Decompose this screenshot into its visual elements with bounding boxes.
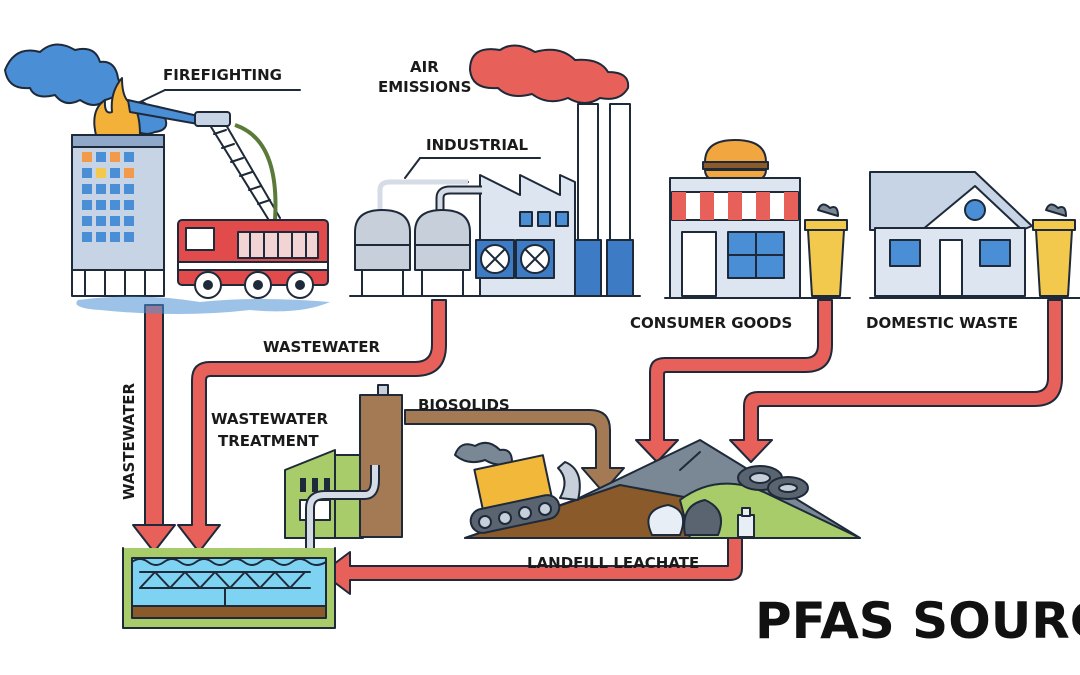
bulldozer-icon: [454, 441, 581, 534]
storage-tanks: [354, 209, 471, 297]
burning-building: [71, 134, 165, 297]
arrow-industrial-to-basin: [177, 299, 447, 553]
diagram-title: PFAS SOURC: [755, 592, 1080, 650]
arrow-leachate-to-basin: [321, 534, 743, 595]
treatment-basin: [122, 547, 336, 629]
consumer-goods-scene: [664, 139, 851, 299]
fan-icon: [475, 239, 555, 279]
trash-bag-icon: [647, 499, 722, 536]
arrow-biosolids: [404, 409, 625, 493]
industrial-scene: [349, 44, 641, 297]
label-treatment-1: WASTEWATER: [211, 410, 329, 428]
label-biosolids: BIOSOLIDS: [418, 396, 510, 414]
blue-smoke-icon: [4, 43, 168, 135]
landfill-scene: [464, 439, 861, 539]
arrow-firefighting-to-basin: [132, 304, 176, 553]
trash-bin-icon: [804, 203, 848, 297]
arrow-consumer-to-landfill: [635, 299, 833, 463]
label-consumer-goods: CONSUMER GOODS: [630, 314, 792, 332]
labels: FIREFIGHTING AIR EMISSIONS INDUSTRIAL CO…: [120, 58, 1080, 650]
label-treatment-2: TREATMENT: [218, 432, 319, 450]
basin-truss: [139, 571, 311, 609]
label-air-emissions-1: AIR: [410, 58, 439, 76]
label-air-emissions-2: EMISSIONS: [378, 78, 471, 96]
treatment-plant: [284, 384, 403, 605]
label-landfill-leachate: LANDFILL LEACHATE: [527, 554, 699, 572]
building-windows: [82, 152, 134, 242]
flow-arrows: [132, 299, 1063, 595]
red-smoke-icon: [469, 44, 630, 104]
label-industrial: INDUSTRIAL: [426, 136, 529, 154]
label-wastewater-top: WASTEWATER: [263, 338, 381, 356]
fire-ladder: [194, 111, 281, 223]
label-wastewater-side: WASTEWATER: [120, 382, 138, 500]
domestic-waste-scene: [869, 171, 1080, 299]
arrow-domestic-to-landfill: [729, 299, 1063, 463]
firefighting-scene: [4, 43, 330, 314]
tire-icon: [737, 465, 809, 500]
trash-bin-icon: [1032, 203, 1076, 297]
label-firefighting: FIREFIGHTING: [163, 66, 282, 84]
water-puddle: [76, 296, 330, 314]
bottle-icon: [737, 507, 755, 538]
label-domestic-waste: DOMESTIC WASTE: [866, 314, 1018, 332]
house-roof: [869, 171, 1033, 231]
fire-truck: [177, 219, 329, 299]
